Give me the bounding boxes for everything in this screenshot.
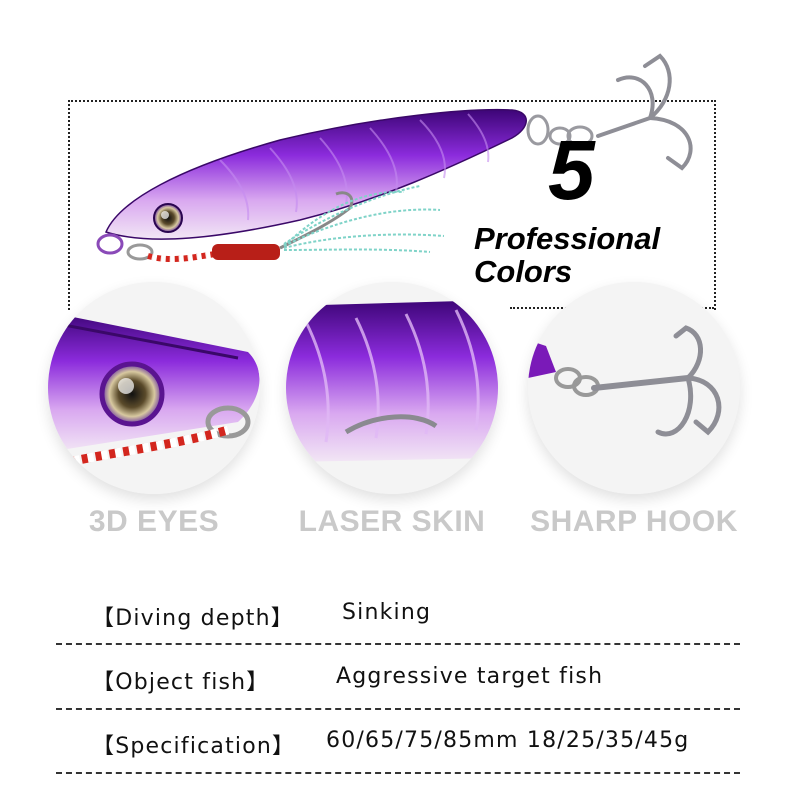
spec-value: Aggressive target fish — [336, 664, 604, 689]
feature-caption-hook: SHARP HOOK — [530, 505, 738, 538]
lure-hero-image — [96, 53, 693, 263]
divider — [56, 772, 740, 774]
treble-hook-closeup-icon — [528, 282, 740, 494]
hook-closeup-circle — [528, 282, 740, 494]
feature-caption-eyes: 3D EYES — [88, 505, 220, 538]
spec-row-diving-depth: 【Diving depth】 Sinking — [56, 600, 740, 631]
spec-row-object-fish: 【Object fish】 Aggressive target fish — [56, 664, 740, 695]
divider — [56, 643, 740, 645]
spec-label: 【Diving depth】 — [92, 606, 294, 631]
spec-label: 【Specification】 — [92, 734, 296, 759]
spec-row-specification: 【Specification】 60/65/75/85mm 18/25/35/4… — [56, 728, 740, 759]
treble-hook-icon — [596, 53, 693, 171]
spec-value: 60/65/75/85mm 18/25/35/45g — [326, 728, 690, 753]
eye-closeup-circle — [48, 282, 260, 494]
spec-label: 【Object fish】 — [92, 670, 270, 695]
eye-closeup-icon — [48, 282, 260, 494]
skin-closeup-circle — [286, 282, 498, 494]
skin-closeup-icon — [286, 282, 498, 494]
color-count: 5 — [548, 123, 595, 217]
headline-line-2: Colors — [474, 254, 573, 289]
feature-caption-skin: LASER SKIN — [298, 505, 486, 538]
divider — [56, 708, 740, 710]
headline-text: Professional Colors — [474, 222, 660, 288]
headline-line-1: Professional — [474, 221, 661, 256]
spec-value: Sinking — [342, 600, 432, 625]
